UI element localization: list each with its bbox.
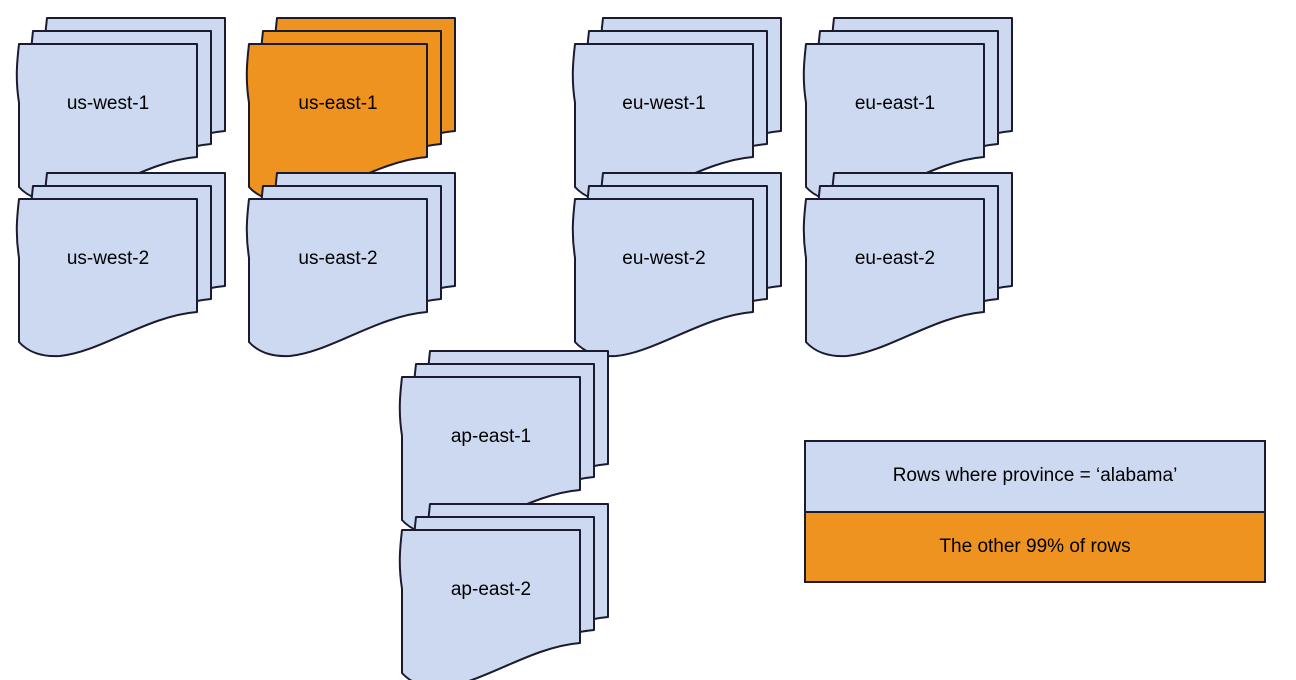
region-stack-shape-ap-east-1: ap-east-1 [398,350,609,536]
region-stack-eu-west-2[interactable]: eu-west-2 [571,172,786,363]
legend-row-highlight: The other 99% of rows [806,512,1264,581]
region-stack-us-east-2[interactable]: us-east-2 [245,172,460,363]
region-stack-shape-eu-west-1: eu-west-1 [571,17,782,203]
region-stack-label: us-east-2 [298,248,377,269]
document-shape [398,529,581,680]
document-shape [571,198,754,358]
document-shape [15,198,198,358]
region-stack-eu-east-1[interactable]: eu-east-1 [802,17,1017,208]
legend-label-highlight: The other 99% of rows [939,535,1131,557]
document-shape [802,198,985,358]
document-sheet-front [15,198,198,358]
region-stack-label: us-west-2 [67,248,149,269]
region-stack-ap-east-1[interactable]: ap-east-1 [398,350,613,541]
legend-label-normal: Rows where province = ‘alabama’ [892,465,1178,487]
region-stack-us-east-1[interactable]: us-east-1 [245,17,460,208]
region-stack-shape-us-east-1: us-east-1 [245,17,456,203]
region-stack-label: eu-east-1 [855,93,935,114]
region-stack-shape-us-west-1: us-west-1 [15,17,226,203]
document-sheet-front [398,529,581,680]
region-stack-eu-west-1[interactable]: eu-west-1 [571,17,786,208]
region-stack-us-west-2[interactable]: us-west-2 [15,172,230,363]
document-sheet-front [802,198,985,358]
region-stack-eu-east-2[interactable]: eu-east-2 [802,172,1017,363]
legend-row-normal: Rows where province = ‘alabama’ [806,442,1264,513]
region-stack-shape-eu-east-2: eu-east-2 [802,172,1013,358]
region-stack-label: eu-east-2 [855,248,935,269]
region-stack-label: us-east-1 [298,93,377,114]
region-stack-label: ap-east-2 [451,579,531,600]
region-stack-shape-ap-east-2: ap-east-2 [398,503,609,680]
region-stack-label: ap-east-1 [451,426,531,447]
document-sheet-front [571,198,754,358]
document-shape [245,198,428,358]
document-sheet-front [245,198,428,358]
region-stack-shape-eu-east-1: eu-east-1 [802,17,1013,203]
region-stack-shape-eu-west-2: eu-west-2 [571,172,782,358]
region-stack-shape-us-east-2: us-east-2 [245,172,456,358]
region-stack-ap-east-2[interactable]: ap-east-2 [398,503,613,680]
region-stack-us-west-1[interactable]: us-west-1 [15,17,230,208]
legend: Rows where province = ‘alabama’ The othe… [804,440,1266,583]
region-stack-label: eu-west-2 [622,248,705,269]
region-stack-label: us-west-1 [67,93,149,114]
region-stack-label: eu-west-1 [622,93,705,114]
region-stack-shape-us-west-2: us-west-2 [15,172,226,358]
